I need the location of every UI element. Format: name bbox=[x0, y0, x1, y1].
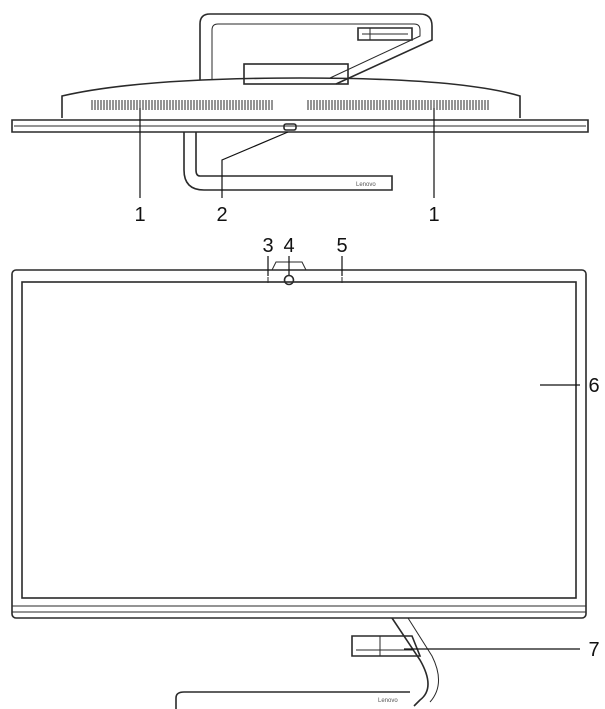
monitor-frame bbox=[11, 269, 587, 619]
front-stand-neck-inner bbox=[407, 617, 439, 703]
leader-2 bbox=[221, 131, 289, 198]
front-view-brand-label: Lenovo bbox=[378, 698, 398, 704]
camera-icon bbox=[283, 274, 295, 286]
top-view-stand-arm bbox=[199, 13, 433, 85]
callout-2: 2 bbox=[216, 204, 227, 226]
front-stand-base bbox=[175, 691, 410, 709]
front-view: Lenovo bbox=[11, 261, 587, 709]
camera-switch[interactable] bbox=[283, 123, 297, 131]
callout-6: 6 bbox=[588, 375, 599, 397]
top-view-stand-neck bbox=[183, 132, 393, 191]
top-view-stand-arm-inner bbox=[211, 23, 421, 80]
front-view-callouts: 3 4 5 6 7 bbox=[262, 235, 599, 661]
top-view-hinge-detail bbox=[362, 28, 408, 40]
top-view-front-strip bbox=[11, 119, 589, 133]
callout-1b: 1 bbox=[428, 204, 439, 226]
top-view-monitor-body bbox=[61, 77, 521, 118]
callout-4: 4 bbox=[283, 235, 294, 257]
callout-1a: 1 bbox=[134, 204, 145, 226]
cable-holder[interactable] bbox=[351, 635, 422, 657]
callout-5: 5 bbox=[336, 235, 347, 257]
top-view-brand-label: Lenovo bbox=[356, 182, 376, 188]
top-view-vent-right bbox=[307, 100, 489, 110]
top-view-hinge bbox=[357, 27, 413, 41]
top-view-back-block bbox=[243, 63, 349, 85]
top-view-vent-left bbox=[91, 100, 273, 110]
callout-7: 7 bbox=[588, 639, 599, 661]
top-view: Lenovo bbox=[11, 13, 589, 191]
top-view-callouts: 1 2 1 bbox=[134, 108, 440, 226]
front-stand-neck bbox=[391, 617, 429, 707]
callout-3: 3 bbox=[262, 235, 273, 257]
display-screen bbox=[21, 281, 577, 599]
cable-holder-detail bbox=[356, 636, 414, 656]
